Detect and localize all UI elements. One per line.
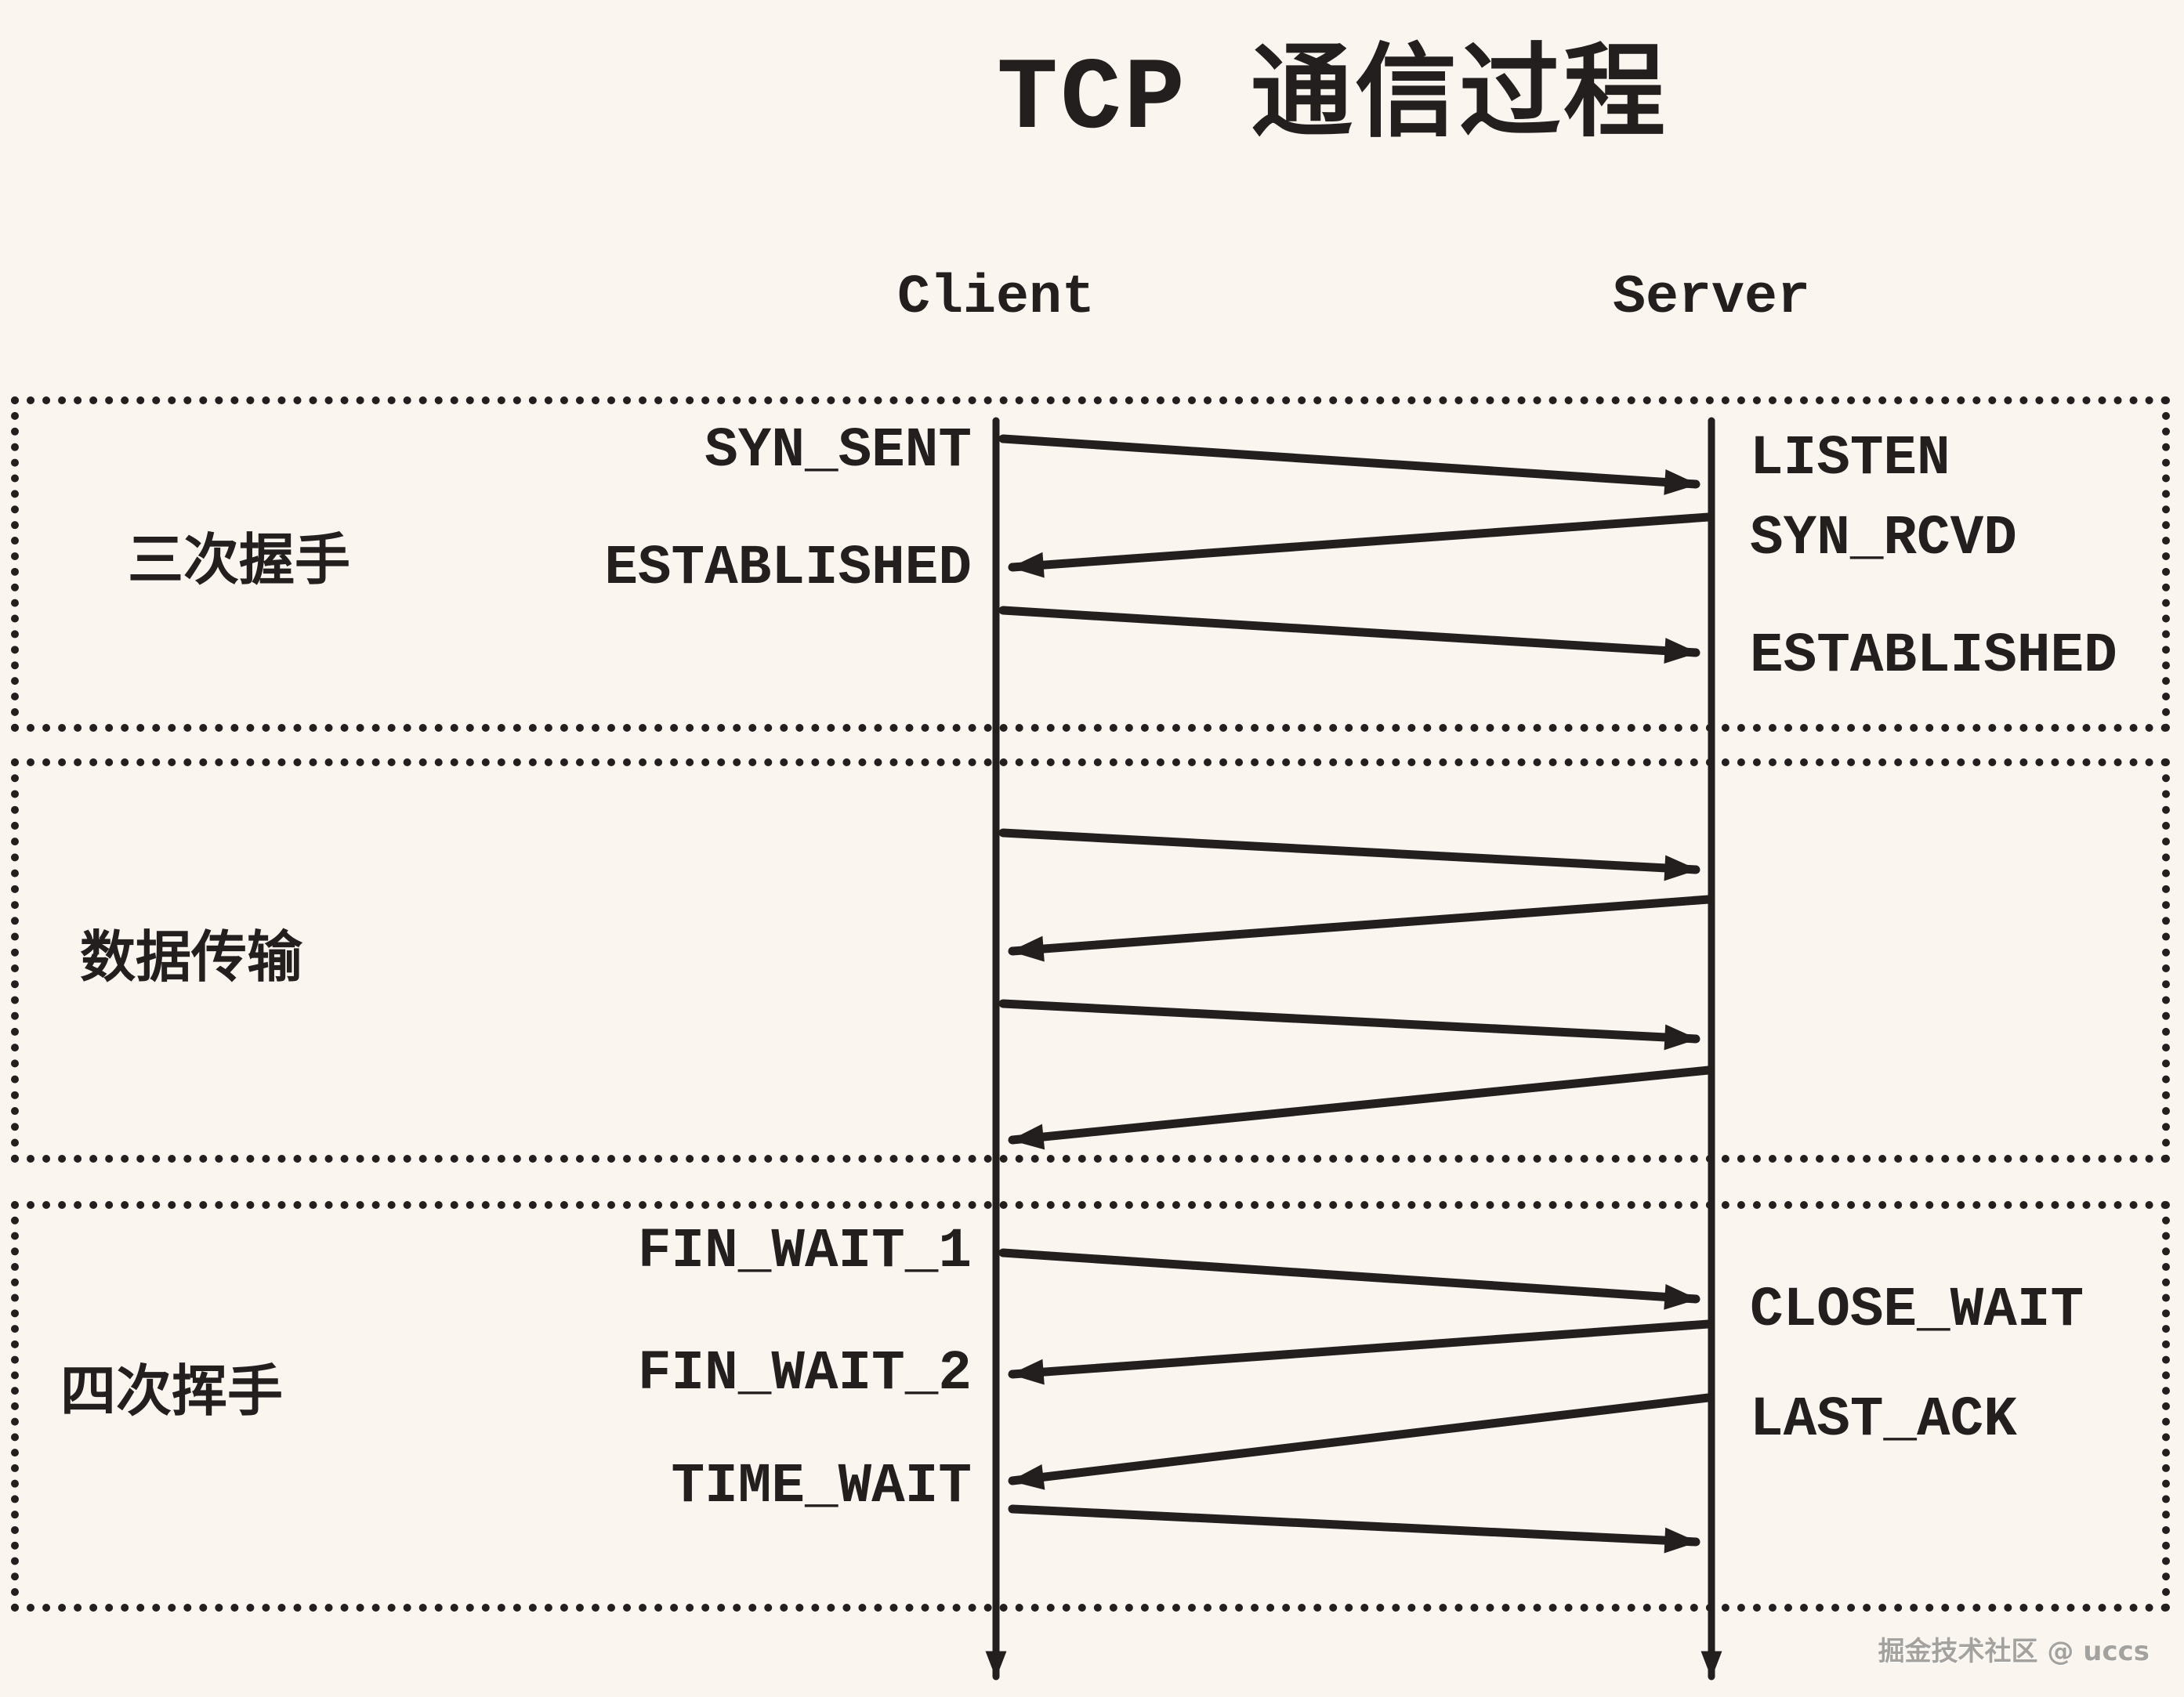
message-arrow-data-3 [998, 999, 1700, 1051]
handshake-phase-box [11, 396, 2170, 732]
state-last-ack: LAST_ACK [1750, 1389, 2017, 1452]
message-arrow-data-2 [1008, 895, 1713, 962]
state-established-server: ESTABLISHED [1750, 625, 2117, 688]
diagram-title: TCP 通信过程 [996, 43, 1668, 158]
handshake-phase-label: 三次握手 [128, 527, 351, 592]
four-wave-phase-label: 四次挥手 [60, 1359, 284, 1424]
state-fin-wait-1: FIN_WAIT_1 [637, 1221, 972, 1283]
data-transfer-phase-box [11, 758, 2170, 1163]
four-wave-phase-box [11, 1201, 2170, 1612]
watermark: 掘金技术社区 @ uccs [1878, 1636, 2150, 1667]
state-syn-rcvd: SYN_RCVD [1750, 508, 2017, 570]
message-arrow-wave-4 [1008, 1504, 1700, 1554]
data-transfer-phase-label: 数据传输 [80, 924, 303, 990]
message-arrow-wave-2 [1008, 1319, 1713, 1385]
message-arrow-handshake-2 [1008, 512, 1713, 578]
state-close-wait: CLOSE_WAIT [1750, 1279, 2084, 1342]
message-arrow-data-4 [1008, 1066, 1713, 1150]
state-fin-wait-2: FIN_WAIT_2 [637, 1343, 972, 1406]
state-time-wait: TIME_WAIT [671, 1456, 972, 1518]
server-actor-label: Server [1612, 267, 1811, 329]
message-arrow-handshake-3 [998, 606, 1700, 664]
message-arrow-wave-3 [1008, 1393, 1713, 1490]
state-listen: LISTEN [1750, 428, 1950, 490]
state-established-client: ESTABLISHED [604, 537, 972, 600]
state-syn-sent: SYN_SENT [704, 420, 972, 483]
message-arrow-handshake-1 [998, 434, 1700, 495]
message-arrow-wave-1 [998, 1248, 1700, 1310]
client-actor-label: Client [896, 267, 1096, 329]
message-arrow-data-1 [998, 828, 1700, 881]
